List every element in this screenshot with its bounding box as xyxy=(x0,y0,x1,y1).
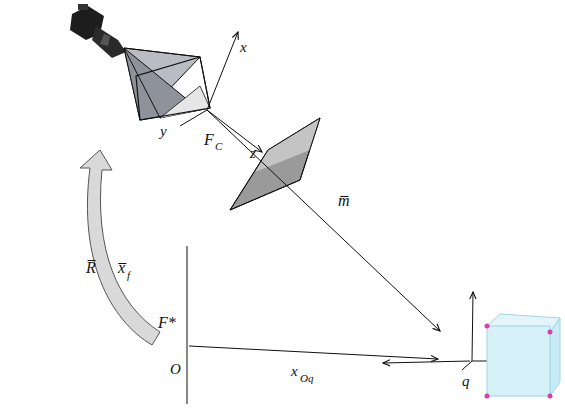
axis-label: x xyxy=(240,40,247,55)
translation-subscript: f xyxy=(127,270,130,281)
camera xyxy=(70,4,126,58)
image-plane xyxy=(230,118,320,210)
axis-label: z xyxy=(250,146,256,161)
axis-label: y xyxy=(160,124,167,139)
rotation-label: R̅ xyxy=(86,260,96,276)
frame-label: F* xyxy=(158,315,176,331)
camera-axes xyxy=(180,32,262,152)
vector-label: m̅ xyxy=(338,193,350,209)
world-frame xyxy=(187,246,470,404)
vector-subscript: Oq xyxy=(300,373,313,384)
m-vector xyxy=(207,110,440,331)
object-box xyxy=(485,314,561,399)
translation-label: x̅ xyxy=(118,260,125,276)
vector-label: x xyxy=(291,364,298,379)
origin-label: O xyxy=(170,362,181,377)
frame-subscript: C xyxy=(215,141,222,152)
rotation-arrow xyxy=(80,150,160,345)
point-label: q xyxy=(462,374,470,389)
frame-label: F xyxy=(204,132,214,148)
camera-frustum xyxy=(124,48,210,120)
